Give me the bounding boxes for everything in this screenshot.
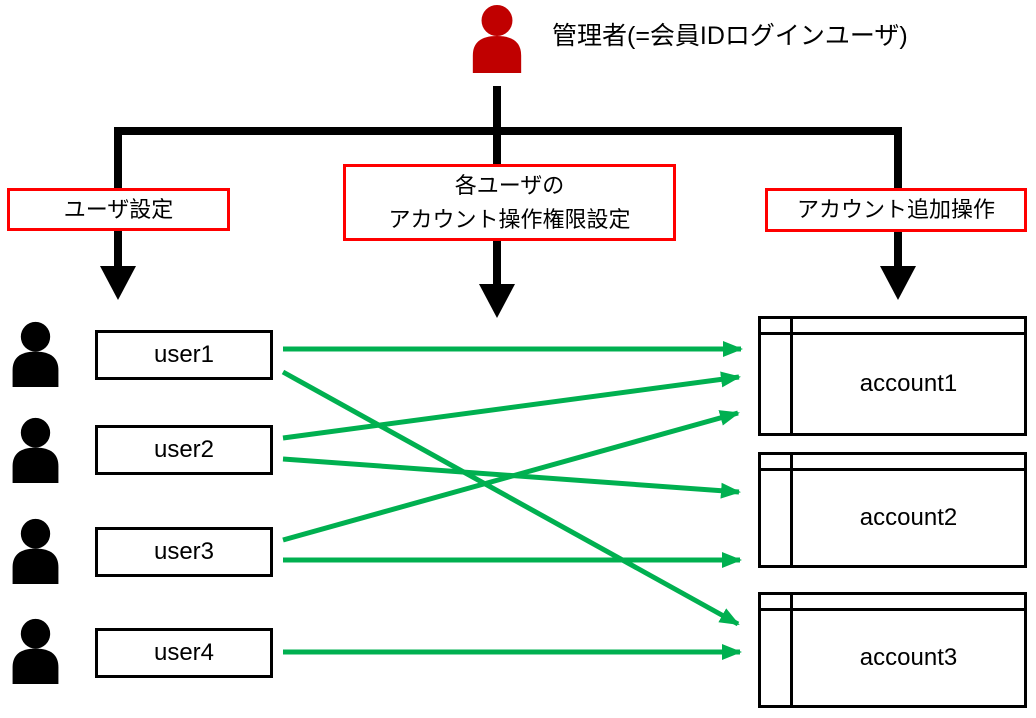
connector-crossbar	[114, 127, 902, 135]
user1-person-icon	[8, 320, 63, 387]
admin-label: 管理者(=会員IDログインユーザ)	[552, 22, 908, 50]
branch-label-user-settings: ユーザ設定	[7, 188, 230, 231]
account1-box: account1	[758, 316, 1027, 436]
admin-person-icon	[468, 3, 526, 73]
user1-label: user1	[153, 341, 215, 368]
arrow-user1-to-account3	[281, 369, 740, 627]
middle-down-arrowhead-icon	[479, 284, 515, 318]
user2-box: user2	[95, 425, 273, 475]
user4-label: user4	[153, 639, 215, 666]
account3-header-divider	[761, 608, 1024, 611]
user3-label: user3	[153, 538, 215, 565]
branch-label-account-add: アカウント追加操作	[765, 188, 1027, 232]
right-down-arrowhead-icon	[880, 266, 916, 300]
branch-label-account-add-text: アカウント追加操作	[796, 197, 995, 222]
user3-person-icon	[8, 517, 63, 584]
account1-label: account1	[859, 370, 958, 397]
arrow-user2-to-account1	[282, 371, 741, 441]
branch-label-permission-settings: 各ユーザの アカウント操作権限設定	[343, 164, 676, 241]
account3-column-divider	[790, 595, 793, 705]
user4-box: user4	[95, 628, 273, 678]
left-down-arrowhead-icon	[100, 266, 136, 300]
arrow-user2-to-account2	[282, 456, 741, 499]
account2-column-divider	[790, 455, 793, 565]
user2-label: user2	[153, 436, 215, 463]
account3-box: account3	[758, 592, 1027, 708]
connector-stem	[493, 86, 501, 134]
user4-person-icon	[8, 617, 63, 684]
user3-box: user3	[95, 527, 273, 577]
arrow-user3-to-account1	[282, 410, 740, 543]
user2-person-icon	[8, 416, 63, 483]
branch-label-permission-line1: 各ユーザの	[454, 172, 565, 198]
account2-header-divider	[761, 468, 1024, 471]
user1-box: user1	[95, 330, 273, 380]
account3-label: account3	[859, 644, 958, 671]
branch-label-user-settings-text: ユーザ設定	[63, 196, 174, 222]
account2-label: account2	[859, 504, 958, 531]
account2-box: account2	[758, 452, 1027, 568]
account1-column-divider	[790, 319, 793, 433]
account1-header-divider	[761, 332, 1024, 335]
branch-label-permission-line2: アカウント操作権限設定	[388, 206, 631, 232]
